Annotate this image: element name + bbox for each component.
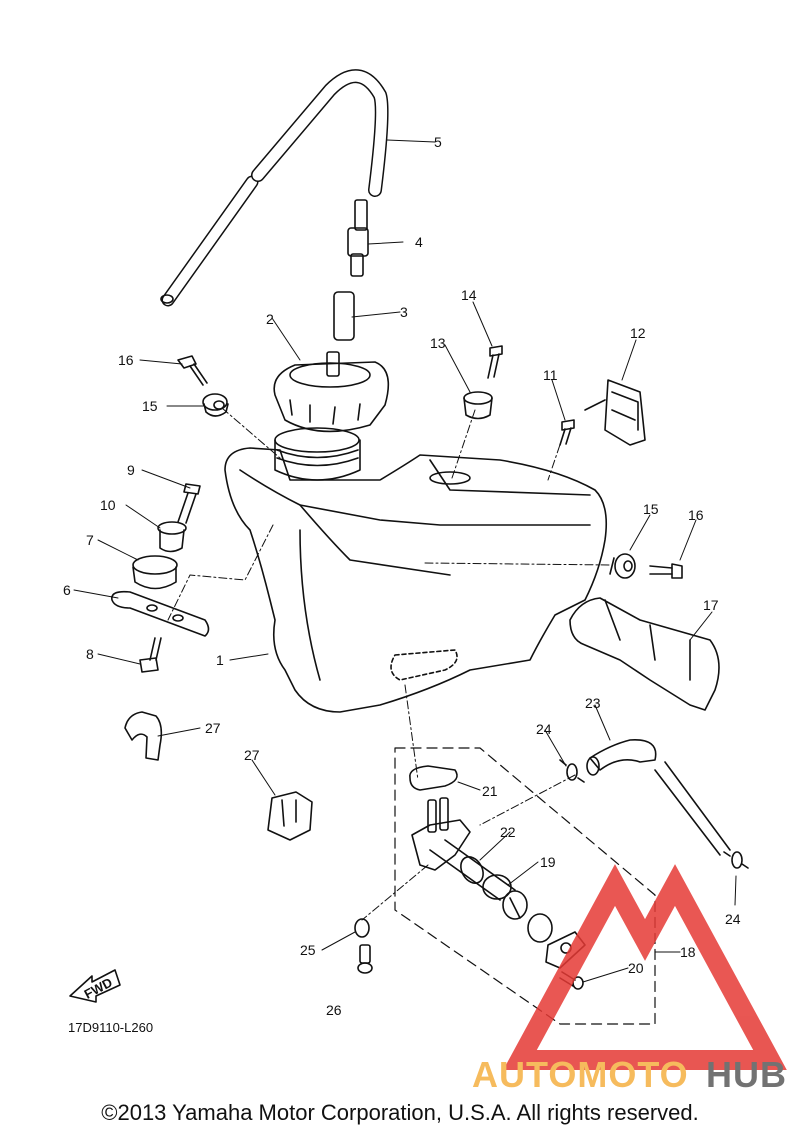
collar-10 [157, 521, 187, 553]
callout-16-left: 16 [118, 352, 134, 368]
protector-pad-17 [569, 597, 720, 711]
fwd-label: FWD [82, 975, 115, 1002]
callout-3: 3 [400, 304, 408, 320]
screw-11 [559, 419, 575, 446]
callout-6: 6 [63, 582, 71, 598]
callout-5: 5 [434, 134, 442, 150]
clip-27-middle [267, 791, 313, 841]
bolt-9 [177, 483, 201, 524]
hose-clip-24-top [559, 759, 585, 783]
grommet-15-left [202, 393, 229, 417]
callout-18: 18 [680, 944, 696, 960]
leader-lines [167, 407, 613, 921]
callout-2: 2 [266, 311, 274, 327]
callout-23: 23 [585, 695, 601, 711]
automotohub-watermark: AUTOMOTO HUB [472, 864, 787, 1095]
washer-25 [354, 918, 370, 938]
o-ring-22 [460, 856, 484, 884]
diagram-code: 17D9110-L260 [68, 1020, 153, 1035]
callout-7: 7 [86, 532, 94, 548]
hose-clip-24-bottom [723, 851, 749, 869]
vent-hose [160, 69, 389, 307]
copyright-notice: ©2013 Yamaha Motor Corporation, U.S.A. A… [101, 1100, 699, 1125]
filter-19 [482, 874, 512, 900]
watermark-text-part1: AUTOMOTO [472, 1054, 689, 1095]
callout-24-top: 24 [536, 721, 552, 737]
callout-19: 19 [540, 854, 556, 870]
callout-14: 14 [461, 287, 477, 303]
fuel-cock-assembly-box [394, 747, 656, 1025]
callout-numbers: 1 2 3 4 5 6 7 8 9 10 11 12 13 14 15 15 1… [63, 134, 741, 1018]
callout-15-left: 15 [142, 398, 158, 414]
callout-8: 8 [86, 646, 94, 662]
screw-16-right [649, 563, 683, 579]
callout-17: 17 [703, 597, 719, 613]
callout-27-middle: 27 [244, 747, 260, 763]
fuel-cock-body [411, 797, 516, 901]
bracket-6 [111, 590, 210, 637]
damper-7 [132, 555, 178, 590]
short-hose [333, 291, 355, 341]
callout-24-bottom: 24 [725, 911, 741, 927]
fwd-arrow-icon [69, 969, 121, 1003]
gasket-21 [409, 765, 458, 791]
fuel-tank [224, 447, 608, 713]
clip-27-left [124, 711, 163, 761]
collar-13 [463, 391, 493, 420]
callout-10: 10 [100, 497, 116, 513]
screw-16-top [177, 355, 208, 386]
watermark-text-part2: HUB [706, 1054, 787, 1095]
callout-22: 22 [500, 824, 516, 840]
fuel-hose-23 [586, 739, 731, 856]
callout-11: 11 [543, 367, 558, 383]
bolt-26 [357, 944, 373, 974]
callout-21: 21 [482, 783, 498, 799]
callout-27-left: 27 [205, 720, 221, 736]
vent-fitting [347, 199, 369, 277]
clamp-12 [584, 379, 646, 446]
bolt-8 [139, 637, 162, 673]
watermark-triangle-icon [503, 864, 787, 1070]
fuel-cap [273, 351, 390, 433]
callout-15-right: 15 [643, 501, 659, 517]
callout-20: 20 [628, 960, 644, 976]
callout-9: 9 [127, 462, 135, 478]
callout-13: 13 [430, 335, 446, 351]
callout-4: 4 [415, 234, 423, 250]
callout-26: 26 [326, 1002, 342, 1018]
callout-25: 25 [300, 942, 316, 958]
callout-12: 12 [630, 325, 646, 341]
callout-1: 1 [216, 652, 224, 668]
callout-16-right: 16 [688, 507, 704, 523]
grommet-15-right [609, 553, 636, 579]
screw-14 [487, 345, 503, 379]
fuel-cock-lever [502, 890, 553, 943]
callout-leaders [73, 139, 737, 983]
